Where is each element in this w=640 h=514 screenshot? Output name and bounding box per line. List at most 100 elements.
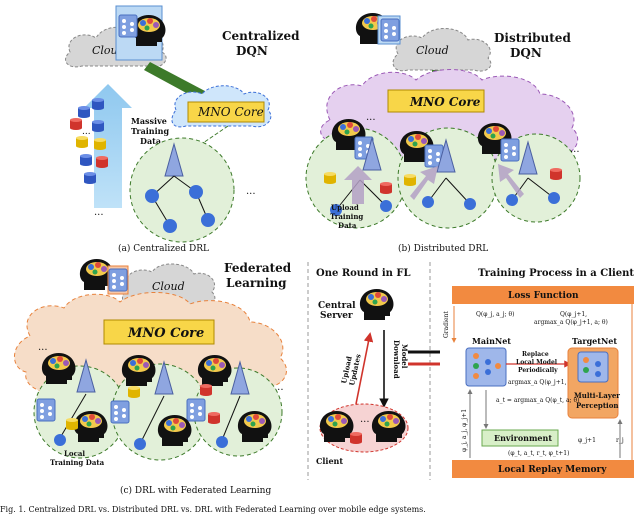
upload-line-3: Data: [338, 221, 357, 230]
environment-label: Environment: [494, 433, 552, 443]
ellipsis: ...: [360, 414, 370, 425]
upload-line-1: Upload: [331, 203, 359, 212]
cloud-label: Cloud: [152, 280, 185, 293]
panel-distributed: Cloud Distributed DQN MNO Core ...: [305, 13, 581, 254]
neural-net-icon: [108, 268, 128, 292]
mainnet-label: MainNet: [472, 336, 511, 346]
gradient-label: Gradient: [443, 311, 450, 338]
server-line-2: Server: [320, 311, 353, 321]
database-icon: [84, 172, 96, 184]
mlp-line-2: Perception: [576, 401, 618, 410]
database-icon: [92, 120, 104, 132]
database-icon: [78, 106, 90, 118]
round-title: One Round in FL: [316, 268, 411, 279]
mno-label: MNO Core: [127, 326, 204, 341]
download-line-2: Model: [400, 344, 409, 369]
caption-b: (b) Distributed DRL: [398, 243, 488, 254]
ellipsis: ...: [570, 144, 580, 155]
mno-box: [387, 89, 485, 113]
brain-icon: [41, 353, 76, 384]
training-process: Training Process in a Client Loss Functi…: [443, 268, 634, 478]
database-icon: [350, 432, 362, 444]
database-icon: [208, 412, 220, 424]
title-line-2: DQN: [236, 44, 268, 58]
loss-box: [452, 286, 634, 304]
massive-line-3: Data: [140, 136, 161, 146]
figure-caption: Fig. 1. Centralized DRL vs. Distributed …: [0, 505, 426, 514]
argmax-env: a_t = argmax_a Q(φ_t, a; θ): [496, 397, 579, 404]
database-icon: [404, 174, 416, 186]
title-line-1: Federated: [224, 261, 292, 275]
upload-arrow: [498, 164, 524, 198]
title-line-2: Learning: [226, 276, 287, 290]
replace-line-2: Local Model: [516, 359, 558, 366]
neural-net-icon: [118, 14, 138, 38]
database-icon: [200, 384, 212, 396]
upload-line-2: Training: [330, 212, 363, 221]
server-line-1: Central: [318, 301, 356, 311]
title-line-1: Distributed: [494, 31, 571, 45]
local-line-2: Training Data: [50, 458, 105, 467]
edge-region: [129, 137, 235, 243]
brain-icon: [319, 411, 354, 442]
targetnet-label: TargetNet: [572, 336, 617, 346]
neural-net-icon: [500, 138, 520, 162]
environment-box: [481, 429, 559, 447]
brain-icon: [157, 415, 192, 446]
cloud-label: Cloud: [416, 44, 449, 57]
database-icon: [128, 386, 140, 398]
replace-line-1: Replace: [522, 351, 549, 358]
neural-net-icon: [110, 400, 130, 424]
ellipsis: ...: [366, 112, 376, 123]
neural-net-icon: [380, 18, 400, 42]
process-title: Training Process in a Client: [478, 268, 634, 279]
replay-box: [452, 460, 634, 478]
cloud-shape: [392, 28, 492, 72]
database-icon: [66, 418, 78, 430]
brain-icon: [73, 411, 108, 442]
massive-line-1: Massive: [131, 116, 167, 126]
argmax-top: argmax_a Q(φ_j+1, a; θ): [534, 319, 608, 326]
ellipsis: ...: [94, 207, 104, 218]
caption-c: (c) DRL with Federated Learning: [120, 485, 271, 496]
database-icon: [92, 98, 104, 110]
title-line-2: DQN: [510, 46, 542, 60]
brain-icon: [359, 289, 394, 320]
ellipsis: ...: [246, 186, 256, 197]
ellipsis: ...: [82, 127, 91, 137]
brain-icon: [371, 411, 406, 442]
database-icon: [550, 168, 562, 180]
database-icon: [324, 172, 336, 184]
neural-net-icon: [186, 398, 206, 422]
mno-label: MNO Core: [197, 105, 264, 119]
massive-data-arrow: [84, 84, 132, 208]
upload-arrow: [410, 166, 438, 200]
database-icon: [76, 136, 88, 148]
argmax-mid: argmax_a Q(φ_j+1, a; θ): [508, 379, 582, 386]
replace-line-3: Periodically: [518, 367, 558, 374]
panel-centralized: Cloud Centralized DQN MNO Core Massive T…: [65, 5, 300, 254]
database-icon: [96, 156, 108, 168]
mno-box: [103, 319, 215, 345]
brain-icon: [237, 411, 272, 442]
database-icon: [70, 118, 82, 130]
database-icon: [94, 138, 106, 150]
mlp-line-1: Multi-Layer: [574, 391, 620, 400]
local-line-1: Local: [64, 449, 85, 458]
replay-label: Local Replay Memory: [498, 465, 607, 475]
client-label: Client: [316, 456, 343, 466]
mno-box: [187, 101, 265, 123]
ellipsis: ...: [38, 342, 48, 353]
upload-arrow: [344, 166, 372, 204]
ellipsis: ...: [274, 382, 284, 393]
q-main: Q(φ_j, a_j; θ): [476, 311, 514, 318]
loss-label: Loss Function: [508, 291, 579, 301]
massive-line-2: Training: [131, 126, 169, 136]
transition: (φ_t, a_t, r_t, φ_t+1): [508, 450, 569, 457]
phi-left: φ_j, a_j, φ_j+1: [461, 409, 468, 452]
panel-federated: Cloud Federated Learning MNO Core ... ..…: [14, 259, 292, 496]
brain-icon: [121, 355, 156, 386]
phi-right: φ_j+1: [578, 437, 596, 444]
one-round-fl: One Round in FL Central Server Download …: [316, 268, 440, 466]
q-target: Q(φ_j+1,: [560, 311, 587, 318]
